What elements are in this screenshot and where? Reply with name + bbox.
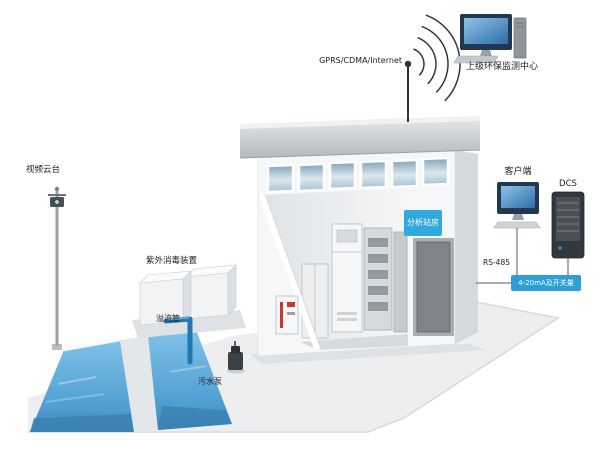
client-label: 客户端 [504,167,532,177]
internet-label: GPRS/CDMA/Internet [319,56,402,65]
client-computer-icon [493,182,541,229]
uv-device-label: 紫外消毒装置 [146,256,198,266]
antenna-icon [404,60,412,122]
dcs-label: DCS [559,179,577,189]
analysis-station-building [239,116,486,364]
roof [239,116,481,159]
ptz-camera-icon [48,186,66,350]
overflow-pipe-graphic [163,316,193,365]
monitoring-center-computer-icon [453,14,527,64]
sewage-pump-icon [227,341,245,374]
window-band [266,156,450,194]
dcs-server-icon [551,191,585,259]
equipment-cabinets [301,223,408,339]
io-signal-badge: 4-20mA及开关量 [511,275,581,291]
sewage-pump-label: 污水泵 [198,377,222,386]
wall-control-box [275,295,299,335]
station-door [413,238,454,336]
signal-wires [476,228,569,284]
camera-label: 视频云台 [26,165,61,175]
station-sign: 分析站房 [404,210,442,236]
overflow-pipe-label: 溢流管 [156,314,180,323]
wireless-signal-icon [413,14,461,102]
monitoring-center-label: 上级环保监测中心 [465,62,538,72]
rs485-label: RS-485 [483,258,510,267]
